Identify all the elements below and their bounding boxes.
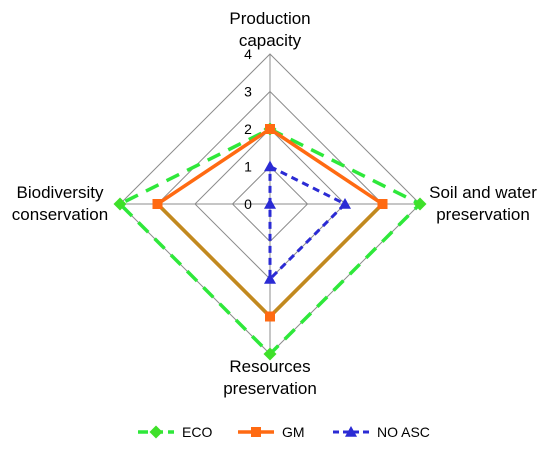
- legend-item-gm: GM: [238, 424, 305, 440]
- axis-label: preservation: [223, 379, 317, 398]
- legend-label: NO ASC: [377, 424, 430, 440]
- axis-label: preservation: [436, 205, 530, 224]
- data-point-eco: [263, 347, 277, 361]
- axis-label: capacity: [239, 31, 302, 50]
- axis-label: conservation: [12, 205, 108, 224]
- legend-item-eco: ECO: [138, 424, 212, 440]
- series-no-asc: [264, 160, 351, 284]
- legend-swatch-marker: [149, 425, 163, 439]
- tick-label: 2: [244, 121, 252, 137]
- series-line-no-asc: [268, 164, 348, 283]
- legend-swatch-marker: [345, 426, 357, 437]
- data-point-no-asc: [264, 198, 276, 209]
- tick-label: 0: [244, 196, 252, 212]
- tick-label: 4: [244, 46, 252, 62]
- legend-label: ECO: [182, 424, 212, 440]
- tick-label: 1: [244, 159, 252, 175]
- data-point-gm: [152, 199, 163, 209]
- radar-tick-labels: 0 1 2 3 4: [244, 46, 252, 212]
- legend: ECO GM NO ASC: [138, 424, 430, 440]
- legend-label: GM: [282, 424, 305, 440]
- axis-label: Resources: [229, 357, 310, 376]
- data-point-no-asc: [264, 273, 276, 284]
- data-point-gm: [265, 124, 275, 134]
- legend-item-no-asc: NO ASC: [333, 424, 430, 440]
- series-gm: [152, 124, 388, 322]
- data-point-gm: [377, 199, 388, 209]
- axis-label: Production: [229, 9, 310, 28]
- data-point-no-asc: [264, 160, 276, 172]
- axis-label: Soil and water: [429, 183, 537, 202]
- data-point-no-asc: [339, 198, 351, 209]
- axis-label: Biodiversity: [17, 183, 104, 202]
- legend-swatch-marker: [251, 427, 261, 437]
- data-point-gm: [265, 311, 275, 322]
- tick-label: 3: [244, 84, 252, 100]
- data-point-eco: [413, 197, 427, 211]
- data-point-eco: [113, 197, 127, 211]
- radar-series: [113, 122, 427, 361]
